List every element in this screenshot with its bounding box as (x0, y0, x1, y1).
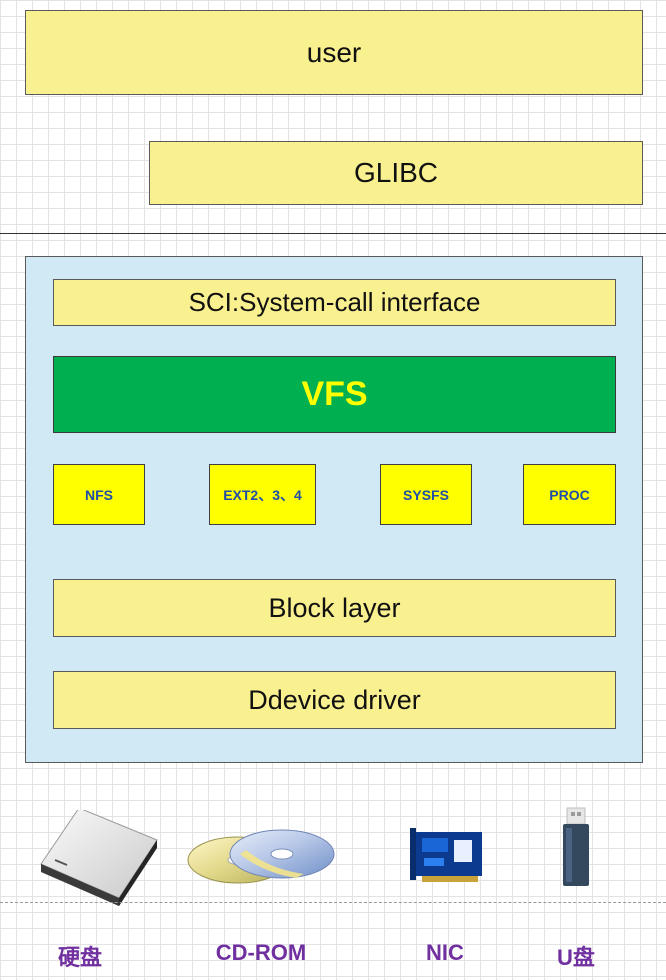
vfs-box: VFS (53, 356, 616, 433)
fs-ext-box: EXT2、3、4 (209, 464, 316, 525)
user-box: user (25, 10, 643, 95)
sci-label: SCI:System-call interface (188, 287, 481, 317)
device-label-cd-rom: CD-ROM (215, 940, 307, 965)
user-kernel-divider (0, 233, 666, 234)
sci-box: SCI:System-call interface (53, 279, 616, 326)
hardware-divider (0, 902, 666, 903)
hard-disk-icon (35, 810, 160, 915)
usb-drive-icon (560, 806, 592, 888)
block-layer-box: Block layer (53, 579, 616, 637)
vfs-label: VFS (301, 375, 368, 413)
fs-nfs-box: NFS (53, 464, 145, 525)
cd-rom-icon (186, 822, 336, 892)
device-label-usb-drive: U盘 (557, 945, 595, 970)
device-driver-box: Ddevice driver (53, 671, 616, 729)
device-driver-label: Ddevice driver (248, 684, 421, 715)
device-label-nic: NIC (426, 940, 464, 965)
fs-proc-box: PROC (523, 464, 616, 525)
fs-sysfs-label: SYSFS (403, 486, 449, 503)
fs-sysfs-box: SYSFS (380, 464, 472, 525)
user-label: user (306, 36, 362, 68)
fs-ext-label: EXT2、3、4 (223, 486, 302, 503)
block-layer-label: Block layer (268, 592, 401, 623)
fs-proc-label: PROC (549, 486, 590, 503)
glibc-label: GLIBC (353, 157, 439, 188)
device-label-hard-disk: 硬盘 (57, 945, 102, 970)
nic-icon (408, 828, 484, 884)
fs-nfs-label: NFS (85, 486, 113, 503)
glibc-box: GLIBC (149, 141, 643, 205)
